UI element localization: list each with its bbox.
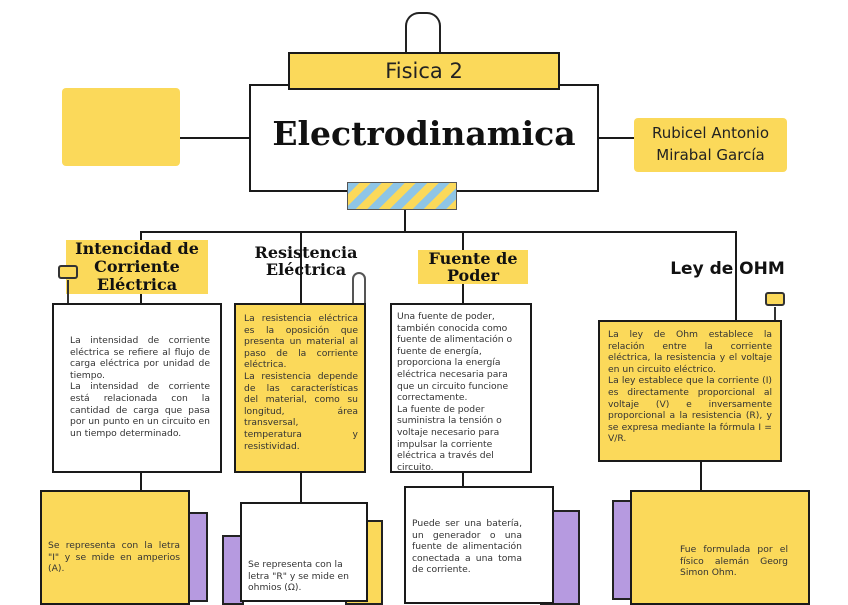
blank-yellow-note (62, 88, 180, 166)
connector (140, 231, 736, 233)
washi-tape-icon (347, 182, 457, 210)
page-title: Electrodinamica (272, 114, 576, 153)
subject-banner: Fisica 2 (288, 52, 560, 90)
resistencia-note: Se representa con la letra "R" y se mide… (240, 502, 368, 602)
connector (300, 231, 302, 303)
connector (598, 137, 634, 139)
fuente-description: Una fuente de poder, también conocida co… (390, 303, 532, 473)
column-title-ley-ohm: Ley de OHM (670, 259, 785, 279)
binder-clip-icon (405, 12, 441, 52)
connector (180, 137, 250, 139)
pushpin-icon (765, 292, 785, 306)
column-title-fuente: Fuente de Poder (418, 250, 528, 284)
fuente-note: Puede ser una batería, un generador o un… (404, 486, 554, 604)
ley-ohm-description: La ley de Ohm establece la relación entr… (598, 320, 782, 462)
author-label: Rubicel Antonio Mirabal García (634, 118, 787, 172)
connector (140, 472, 142, 502)
intensidad-note: Se representa con la letra "I" y se mide… (40, 490, 190, 605)
resistencia-description: La resistencia eléctrica es la oposición… (234, 303, 366, 473)
connector (700, 460, 702, 495)
column-title-intensidad: Intencidad de Corriente Eléctrica (66, 240, 208, 294)
connector (404, 208, 406, 232)
intensidad-description: La intensidad de corriente eléctrica se … (52, 303, 222, 473)
column-title-resistencia: Resistencia Eléctrica (254, 243, 358, 279)
connector (300, 472, 302, 502)
pushpin-needle (67, 280, 69, 318)
pushpin-icon (58, 265, 78, 279)
ley-ohm-note: Fue formulada por el físico alemán Georg… (630, 490, 810, 605)
connector (735, 231, 737, 321)
title-box: Electrodinamica (249, 84, 599, 192)
